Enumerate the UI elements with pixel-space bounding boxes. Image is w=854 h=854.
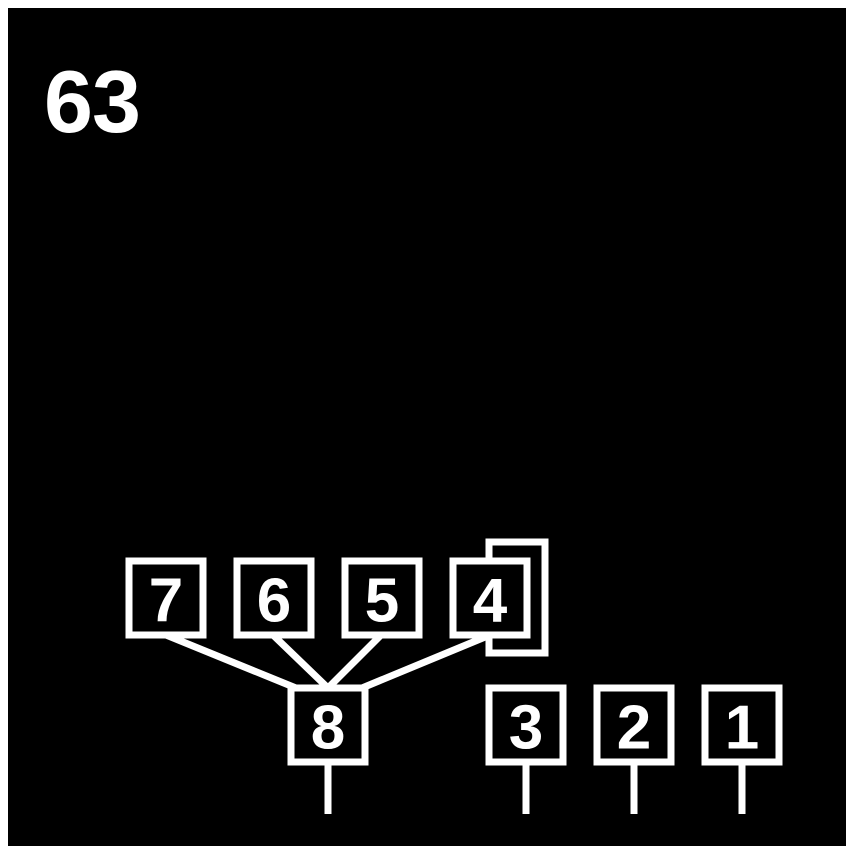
node-box-3 bbox=[485, 684, 567, 766]
node-label-4: 4 bbox=[473, 567, 508, 636]
edge-5-8 bbox=[325, 632, 384, 691]
node-box-4 bbox=[449, 557, 531, 639]
node-label-5: 5 bbox=[365, 567, 399, 636]
node-box-8 bbox=[287, 684, 369, 766]
edge-4-8 bbox=[360, 631, 492, 692]
counter-label: 63 bbox=[44, 52, 141, 151]
node-label-3: 3 bbox=[509, 694, 543, 763]
node-label-7: 7 bbox=[149, 567, 183, 636]
node-label-8: 8 bbox=[311, 694, 345, 763]
edge-6-8 bbox=[270, 632, 331, 691]
node-box-6 bbox=[233, 557, 315, 639]
node-label-2: 2 bbox=[617, 694, 651, 763]
node-box-5 bbox=[341, 557, 423, 639]
node-label-1: 1 bbox=[725, 694, 759, 763]
node-label-6: 6 bbox=[257, 567, 291, 636]
node-box-1 bbox=[701, 684, 783, 766]
node-box-2 bbox=[593, 684, 675, 766]
edge-7-8 bbox=[164, 631, 298, 692]
node-box-7 bbox=[125, 557, 207, 639]
